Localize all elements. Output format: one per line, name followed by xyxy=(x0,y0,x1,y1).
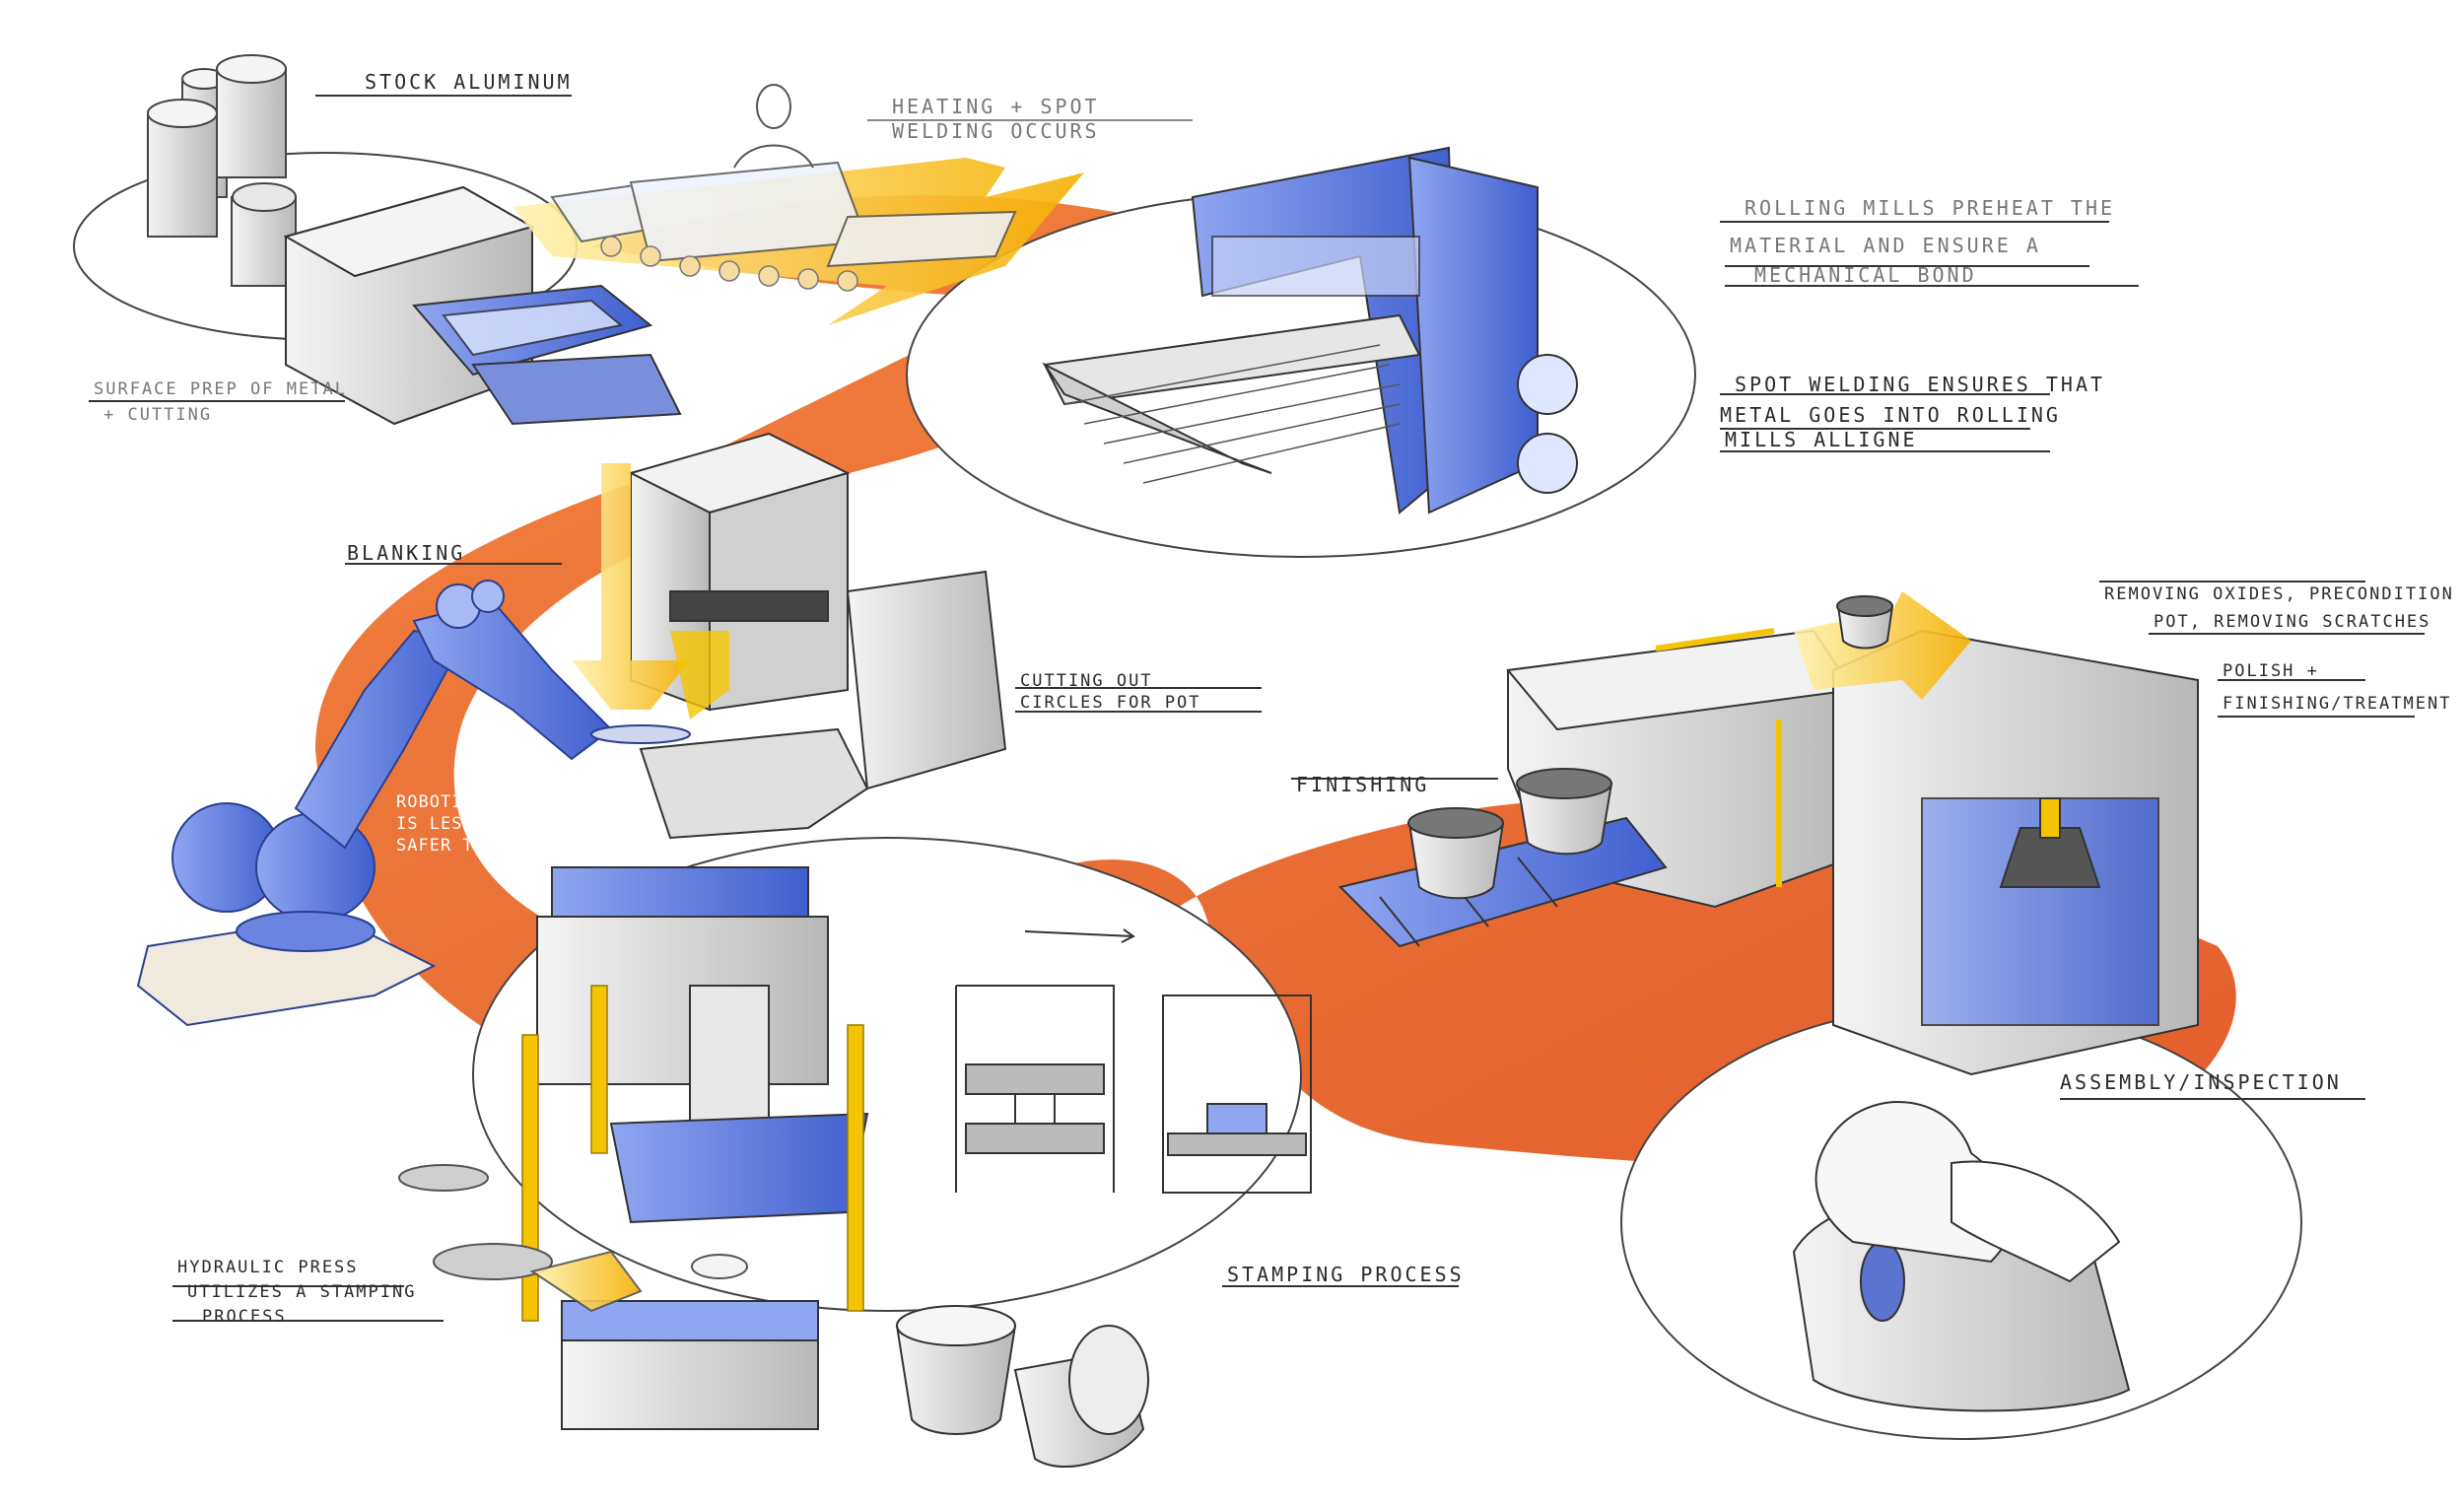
finishing-pots xyxy=(1407,595,1894,900)
label-stamping: STAMPING PROCESS xyxy=(1227,1263,1465,1286)
label-assembly: ASSEMBLY/INSPECTION xyxy=(2060,1070,2342,1094)
label-hydraulic-line1: HYDRAULIC PRESS xyxy=(177,1258,359,1277)
heating-plates xyxy=(550,161,1017,268)
label-underlines xyxy=(89,95,2425,1322)
label-heating-line1: HEATING + SPOT xyxy=(892,95,1100,118)
label-removing-line2: POT, REMOVING SCRATCHES xyxy=(2154,612,2431,632)
press-blanks xyxy=(398,1164,748,1313)
aluminum-rolls xyxy=(147,54,297,287)
label-stock-aluminum: STOCK ALUMINUM xyxy=(365,70,573,94)
finishing-arrow xyxy=(1794,591,1971,700)
label-polish-line1: POLISH + xyxy=(2223,661,2319,681)
process-path xyxy=(315,194,2236,1169)
label-blanking: BLANKING xyxy=(347,541,466,565)
hydraulic-press xyxy=(536,866,869,1430)
label-robotic-line1: ROBOTIC BLANKING xyxy=(396,792,574,812)
finishing-line xyxy=(1338,628,2199,1076)
label-polish-line2: FINISHING/TREATMENT xyxy=(2223,694,2452,714)
label-spot-line2: METAL GOES INTO ROLLING xyxy=(1720,403,2061,427)
label-spot-line3: MILLS ALLIGNE xyxy=(1725,428,1918,451)
label-rolling-line1: ROLLING MILLS PREHEAT THE xyxy=(1745,196,2116,220)
label-surface-line1: SURFACE PREP OF METAL xyxy=(94,379,347,399)
label-heating-line2: WELDING OCCURS xyxy=(892,119,1100,143)
robotic-arm xyxy=(136,580,691,1027)
label-hydraulic-line2: UTILIZES A STAMPING xyxy=(187,1282,417,1302)
assembly-detail xyxy=(1792,1101,2131,1412)
stamped-pots xyxy=(895,1305,1149,1468)
label-finishing: FINISHING xyxy=(1296,773,1430,796)
label-rolling-line2: MATERIAL AND ENSURE A xyxy=(1730,234,2041,257)
worker-figure xyxy=(733,84,814,169)
label-hydraulic-line3: PROCESS xyxy=(202,1307,287,1327)
label-removing-line1: REMOVING OXIDES, PRECONDITION xyxy=(2104,584,2454,604)
label-rolling-line3: MECHANICAL BOND xyxy=(1754,263,1977,287)
roller-circles xyxy=(600,236,858,292)
label-cutting-line1: CUTTING OUT xyxy=(1020,671,1153,691)
label-spot-line1: SPOT WELDING ENSURES THAT xyxy=(1735,373,2106,396)
label-surface-line2: + CUTTING xyxy=(103,405,213,425)
stamping-diagram xyxy=(955,928,1312,1194)
blanking-arrows xyxy=(572,463,729,720)
blanking-press xyxy=(628,432,1007,840)
label-cutting-line2: CIRCLES FOR POT xyxy=(1020,693,1201,713)
rolling-mill xyxy=(1042,146,1578,514)
rolling-rollers xyxy=(1063,344,1401,484)
label-robotic-line2: IS LESS EXPENSIVE + xyxy=(396,814,607,834)
surface-prep-machine xyxy=(283,185,682,426)
label-robotic-line3: SAFER THAN MANUAL xyxy=(396,836,584,856)
